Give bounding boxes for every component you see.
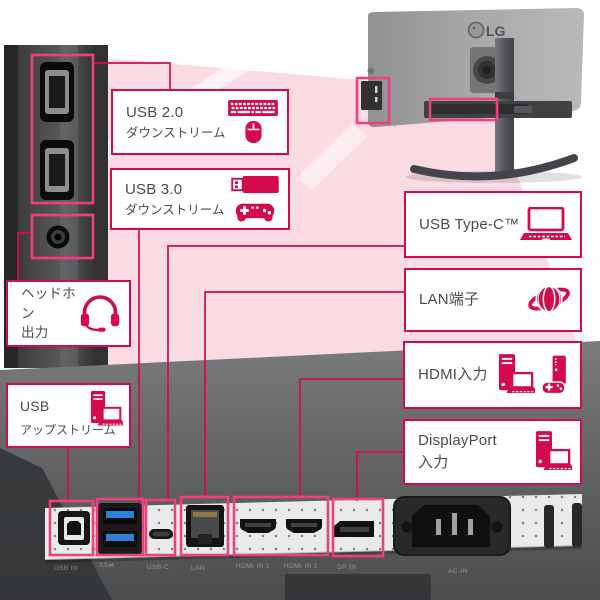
callout-subtitle: 入力 <box>418 454 449 471</box>
svg-text:LG: LG <box>486 23 506 39</box>
callout-lan: LAN端子 <box>404 268 582 332</box>
port-label: DP IN <box>337 564 357 571</box>
ac-power-inlet <box>393 496 511 556</box>
callout-text: DisplayPort 入力 <box>418 430 534 474</box>
vent-slot <box>544 505 554 548</box>
rear-side-port-module <box>361 67 382 110</box>
line-jack-to-headphone <box>17 232 32 280</box>
highlight-lan <box>179 495 230 557</box>
headphone-jack <box>46 225 70 249</box>
highlight-side-jack <box>30 213 95 260</box>
rear-port-slot <box>428 104 528 114</box>
screw <box>367 67 375 75</box>
callout-usb-type-c: USB Type-C™ <box>404 191 582 258</box>
stand-base <box>410 154 578 181</box>
port-label: USB-C <box>147 564 170 571</box>
callout-usb2-downstream: USB 2.0 ダウンストリーム <box>111 89 289 155</box>
callout-usb3-downstream: USB 3.0 ダウンストリーム <box>110 168 290 230</box>
mouse-icon <box>244 120 262 144</box>
usb-flash-drive-icon <box>231 175 279 194</box>
rear-vent <box>514 106 532 113</box>
callout-hdmi-in: HDMI入力 <box>403 341 582 409</box>
hdmi-port-1 <box>240 519 276 533</box>
callout-subtitle: ダウンストリーム <box>126 125 226 140</box>
stand-hinge-core <box>483 66 491 74</box>
highlight-usb3-ports <box>95 497 145 557</box>
callout-subtitle: ダウンストリーム <box>125 202 225 217</box>
callout-text: HDMI入力 <box>418 364 497 386</box>
desktop-pc-laptop-icon <box>535 431 572 471</box>
callout-title: HDMI入力 <box>418 366 488 384</box>
callout-title: USB <box>20 398 50 414</box>
stand-pole-joint <box>495 92 514 99</box>
port-label: USB IN <box>54 565 79 572</box>
usb-a-port <box>40 62 74 122</box>
highlight-hdmi <box>232 495 330 557</box>
desktop-pc-laptop-icon <box>498 354 535 394</box>
callout-text: ヘッドホン 出力 <box>21 284 79 343</box>
highlight-monitor-side <box>355 76 391 125</box>
callout-title: USB 2.0 <box>126 103 184 121</box>
usb-b-port <box>58 511 90 545</box>
line-dp-to-port <box>356 451 403 501</box>
callout-text: USB Type-C™ <box>419 214 520 236</box>
hdmi-port-2 <box>286 519 322 533</box>
callout-usb-upstream: USB アップストリーム <box>6 383 131 448</box>
vent-slot <box>572 503 582 547</box>
port-label: HDMI IN 2 <box>284 563 318 570</box>
callout-title: USB 3.0 <box>125 180 183 198</box>
displayport-port <box>334 521 374 537</box>
callout-displayport-in: DisplayPort 入力 <box>403 419 582 485</box>
usb-a-3-ports <box>98 503 142 555</box>
highlight-dp <box>331 497 385 558</box>
port-label: AC-IN <box>448 568 468 575</box>
usb-c-port <box>149 529 173 539</box>
line-lan-to-port <box>204 291 404 499</box>
usb-a-port <box>40 140 74 200</box>
port-label: SS⇄ <box>99 562 115 569</box>
game-console-controller-icon <box>542 355 566 395</box>
lg-logo: LG <box>467 21 506 39</box>
callout-subtitle: アップストリーム <box>20 423 116 438</box>
callout-title: ヘッドホン <box>21 286 76 321</box>
callout-title: DisplayPort <box>418 432 497 450</box>
callout-text: USB 2.0 ダウンストリーム <box>126 102 227 143</box>
highlight-usb-b <box>48 499 95 557</box>
callout-title: USB Type-C™ <box>419 215 520 233</box>
highlight-monitor-bottom <box>428 97 499 122</box>
callout-text: LAN端子 <box>419 289 528 311</box>
port-label: HDMI IN 1 <box>236 563 270 570</box>
callout-headphone-out: ヘッドホン 出力 <box>6 280 131 347</box>
callout-text: USB 3.0 ダウンストリーム <box>125 179 230 220</box>
keyboard-icon <box>228 100 278 116</box>
beam-stripe <box>296 124 368 190</box>
headset-icon <box>80 295 120 332</box>
highlight-usb-c <box>144 498 177 557</box>
laptop-icon <box>520 206 572 241</box>
globe-network-icon <box>528 285 570 313</box>
line-typec-to-port <box>167 245 404 502</box>
line-side-usb-to-usb2 <box>93 62 171 89</box>
line-hdmi-to-port <box>299 378 403 499</box>
highlight-side-usb <box>30 53 95 205</box>
callout-text: USB アップストリーム <box>20 391 123 440</box>
gamepad-icon <box>235 203 275 222</box>
callout-title: LAN端子 <box>419 291 480 309</box>
port-label: LAN <box>191 565 205 572</box>
callout-subtitle: 出力 <box>21 325 49 341</box>
desktop-pc-laptop-icon <box>90 391 123 426</box>
lan-port <box>186 505 224 547</box>
stand-foot <box>285 574 431 600</box>
